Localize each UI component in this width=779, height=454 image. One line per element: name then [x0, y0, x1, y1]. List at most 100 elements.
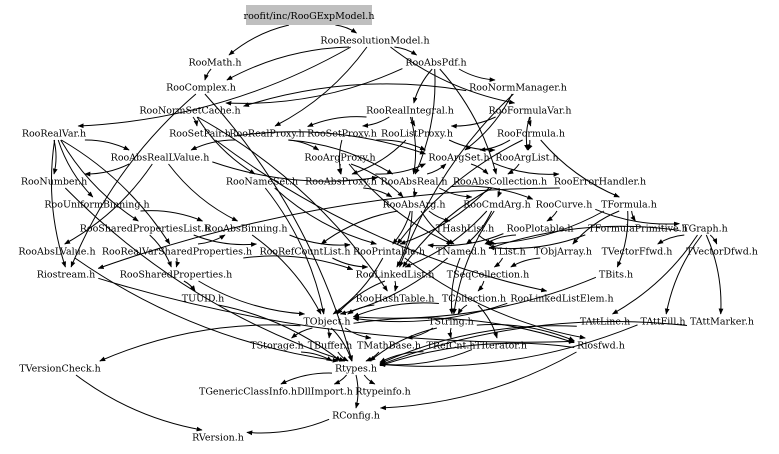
edge-rtypes-to-rtypeinfo	[363, 374, 376, 385]
edge-tgraph-to-tattmarker	[705, 234, 724, 315]
edge-roosetproxy-to-rooargset	[376, 139, 426, 151]
edge-rooformulavar-to-roolistproxy	[450, 116, 496, 129]
node-rooformula: RooFormula.h	[497, 129, 565, 140]
node-titerator: TIterator.h	[475, 341, 527, 352]
edge-rooabsreal-to-roocmdarg	[439, 187, 473, 200]
edge-tformula-to-tobjarray	[572, 210, 620, 245]
node-tformulaprimitive: TFormulaPrimitive.h	[588, 224, 688, 235]
node-roorealintegral: RooRealIntegral.h	[366, 106, 454, 117]
edge-roolinkedlistelem-to-tobject	[352, 302, 508, 323]
node-roocurve: RooCurve.h	[536, 200, 593, 211]
edge-roorealproxy-to-rooabsreallvalue	[190, 139, 236, 151]
edge-tcollection-to-tstring	[457, 304, 468, 315]
edge-tstring-to-trefcnt	[447, 327, 453, 339]
edge-roorealvarsharedproperties-to-rooabsbinning	[197, 234, 226, 245]
node-tstring: TString.h	[428, 317, 474, 328]
edge-rooabsarg-to-tnamed	[420, 210, 455, 245]
edge-rooargset-to-rooabscollection	[470, 163, 489, 175]
edge-rooresolutionmodel-to-rooabspdf	[394, 46, 418, 56]
edge-rooplotable-to-tnamed	[484, 234, 517, 245]
node-roolinkedlistelem: RooLinkedListElem.h	[510, 294, 613, 305]
edge-tnamed-to-tstring	[449, 257, 461, 315]
node-roohashtable: RooHashTable.h	[356, 294, 435, 305]
node-tuuid: TUUID.h	[182, 294, 225, 305]
node-tgraph: TGraph.h	[682, 224, 727, 235]
node-tversioncheck: TVersionCheck.h	[19, 364, 100, 375]
edge-rooformula-to-tformula	[540, 139, 620, 198]
edge-root-to-rooresolutionmodel	[335, 24, 357, 34]
edge-roolinkedlist-to-roohashtable	[393, 280, 399, 292]
edge-tbuffer-to-rtypes	[337, 351, 349, 362]
edge-roonormsetcache-to-roonameset	[196, 116, 256, 175]
edge-rooresolutionmodel-to-roorealproxy	[274, 46, 368, 127]
edge-rooformula-to-rooarglist	[527, 139, 533, 151]
node-roosharedpropertieslist: RooSharedPropertiesList.h	[80, 224, 211, 235]
edge-tgraph-to-tattfill	[664, 234, 703, 315]
edge-roocurve-to-rooplotable	[546, 210, 558, 222]
node-tattmarker: TAttMarker.h	[690, 317, 754, 328]
node-tcollection: TCollection.h	[442, 294, 506, 305]
node-rooformulavar: RooFormulaVar.h	[488, 106, 571, 117]
edge-rooabsreallvalue-to-rooabslvalue	[64, 163, 153, 245]
edge-tobject-to-tstorage	[291, 327, 313, 339]
edge-tbits-to-tobject	[352, 276, 597, 320]
node-tvectordfwd: TVectorDfwd.h	[686, 247, 758, 258]
edge-rooabscollection-to-roolinkedlist	[402, 187, 493, 268]
edge-tgraph-to-tvectorffwd	[657, 234, 685, 245]
node-tstorage: TStorage.h	[250, 341, 303, 352]
node-roonormmanager: RooNormManager.h	[469, 83, 567, 94]
edge-roorealintegral-to-roorealproxy	[307, 116, 367, 127]
edge-riosfwd-to-rtypes	[379, 342, 575, 367]
edge-roosharedpropertieslist-to-roosharedproperties	[149, 234, 172, 268]
edge-tcollection-to-tobject	[352, 302, 439, 318]
node-tgenericclassinfo: TGenericClassInfo.h	[199, 387, 297, 398]
node-trefcnt: TRefCnt.h	[427, 341, 476, 352]
node-roouniformbinning: RooUniformBinning.h	[44, 200, 149, 211]
edge-rooresolutionmodel-to-rooformulavar	[390, 46, 516, 105]
node-roolistproxy: RooListProxy.h	[381, 129, 453, 140]
node-rooabslvalue: RooAbsLValue.h	[18, 247, 95, 258]
edge-tformula-to-tnamed	[485, 210, 605, 247]
edge-roolistproxy-to-rooarglist	[448, 139, 496, 153]
root-node-label: roofit/inc/RooGExpModel.h	[244, 11, 375, 22]
edge-tcollection-to-titerator	[477, 304, 498, 339]
node-rooerrorhandler: RooErrorHandler.h	[554, 177, 646, 188]
node-rversion: RVersion.h	[192, 433, 244, 444]
edge-rooabspdf-to-roonormmanager	[458, 68, 496, 83]
edge-rooerrorhandler-to-riostream	[97, 187, 560, 269]
node-rooprintable: RooPrintable.h	[353, 247, 425, 258]
node-rooabsarg: RooAbsArg.h	[382, 200, 445, 211]
edge-roolistproxy-to-rooabsproxy	[351, 139, 407, 175]
edge-trefcnt-to-rtypes	[379, 351, 424, 363]
edge-tstorage-to-rtypes	[300, 351, 333, 362]
node-roonameset: RooNameSet.h	[226, 177, 298, 188]
node-roonumber: RooNumber.h	[21, 177, 87, 188]
node-tbits: TBits.h	[599, 270, 633, 281]
edge-rooabsproxy-to-rooabsarg	[363, 187, 393, 198]
edge-roorealvarsharedproperties-to-roosharedproperties	[175, 257, 181, 268]
node-roonormsetcache: RooNormSetCache.h	[139, 106, 240, 117]
edge-rooabsreal-to-roocurve	[450, 185, 534, 200]
edge-roosetpair-to-rooargset	[233, 131, 426, 155]
edge-roorealintegral-to-roolistproxy	[410, 116, 416, 127]
node-roomath: RooMath.h	[188, 58, 241, 69]
edge-roolinkedlist-to-tobject	[336, 280, 386, 315]
node-rooargset: RooArgSet.h	[428, 153, 489, 164]
edge-roocomplex-to-rtypes	[204, 93, 353, 362]
node-roosetpair: RooSetPair.h	[169, 129, 231, 140]
edge-roorealvar-to-rooabsreallvalue	[84, 139, 130, 151]
edge-roorealintegral-to-roosetproxy	[362, 116, 390, 128]
edge-tobjarray-to-tseqcollection	[510, 257, 541, 268]
edge-roouniformbinning-to-rooabsbinning	[140, 210, 204, 222]
node-tbuffer: TBuffer.h	[308, 341, 352, 352]
edge-roohashtable-to-tobject	[347, 304, 375, 315]
edge-roonormsetcache-to-roosetpair	[192, 116, 199, 127]
edge-roomath-to-roocomplex	[204, 68, 212, 81]
node-rooresolutionmodel: RooResolutionModel.h	[320, 36, 429, 47]
node-tmathbase: TMathBase.h	[357, 341, 421, 352]
edge-tseqcollection-to-tcollection	[477, 280, 485, 292]
node-riosfwd: Riosfwd.h	[577, 341, 625, 352]
edge-roonormmanager-to-rooargset	[464, 93, 513, 151]
